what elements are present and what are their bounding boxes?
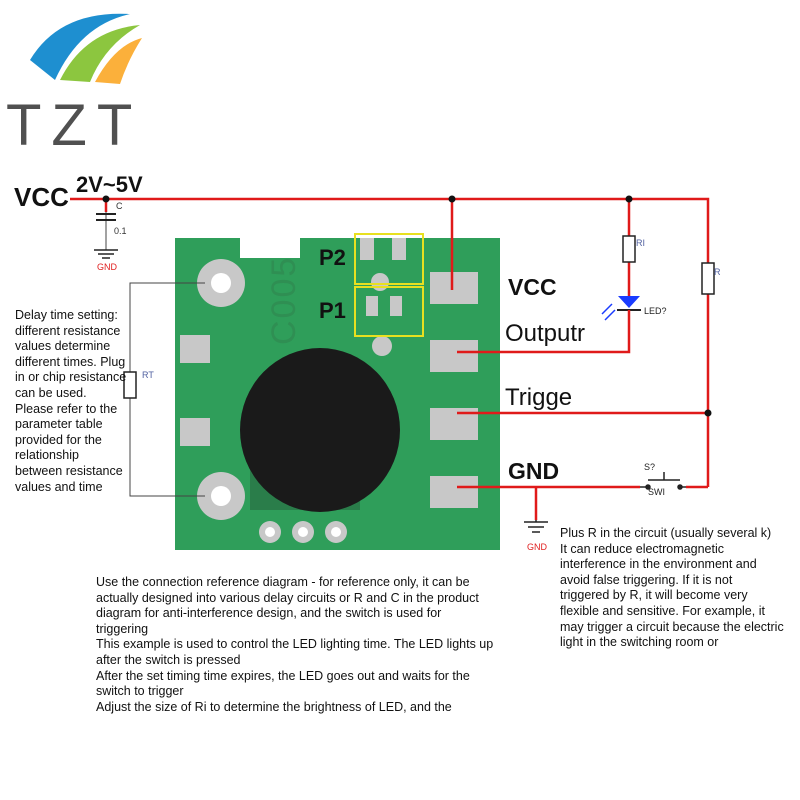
pcb-board	[175, 233, 500, 550]
pin-output-label: Outputr	[505, 320, 586, 347]
switch-label: S?	[644, 462, 656, 472]
connection-note: Use the connection reference diagram - f…	[96, 575, 494, 714]
wires	[70, 197, 710, 520]
resistor-ri	[622, 235, 636, 263]
pin-trigger-label: Trigge	[505, 384, 573, 411]
resistor-rt	[123, 371, 137, 399]
led-icon	[601, 296, 641, 325]
plus-r-note: Plus R in the circuit (usually several k…	[560, 526, 784, 650]
gnd-label-2: GND	[527, 542, 547, 552]
resistor-r	[701, 262, 715, 295]
chip-marking: C005	[265, 255, 303, 345]
gnd-label: GND	[97, 262, 117, 272]
rt-label: RT	[142, 370, 154, 380]
ground-icon	[524, 520, 548, 533]
pin-vcc-label: VCC	[508, 274, 557, 300]
r-label: R	[714, 267, 721, 277]
pin-gnd-label: GND	[508, 458, 560, 484]
logo-text: TZT	[6, 93, 143, 158]
capacitor-value: 0.1	[114, 226, 127, 236]
led-label: LED?	[644, 306, 667, 316]
junction-dots	[102, 195, 712, 417]
switch-icon	[640, 472, 686, 490]
delay-note: Delay time setting: different resistance…	[15, 308, 127, 494]
logo-icon	[30, 13, 142, 84]
voltage-label: 2V~5V	[76, 172, 143, 197]
switch-name: SWI	[648, 487, 665, 497]
p1-label: P1	[319, 298, 346, 323]
vcc-label: VCC	[14, 182, 69, 212]
ri-label: RI	[636, 238, 645, 248]
capacitor-symbol	[94, 213, 118, 259]
p2-label: P2	[319, 245, 346, 270]
capacitor-label: C	[116, 201, 123, 211]
